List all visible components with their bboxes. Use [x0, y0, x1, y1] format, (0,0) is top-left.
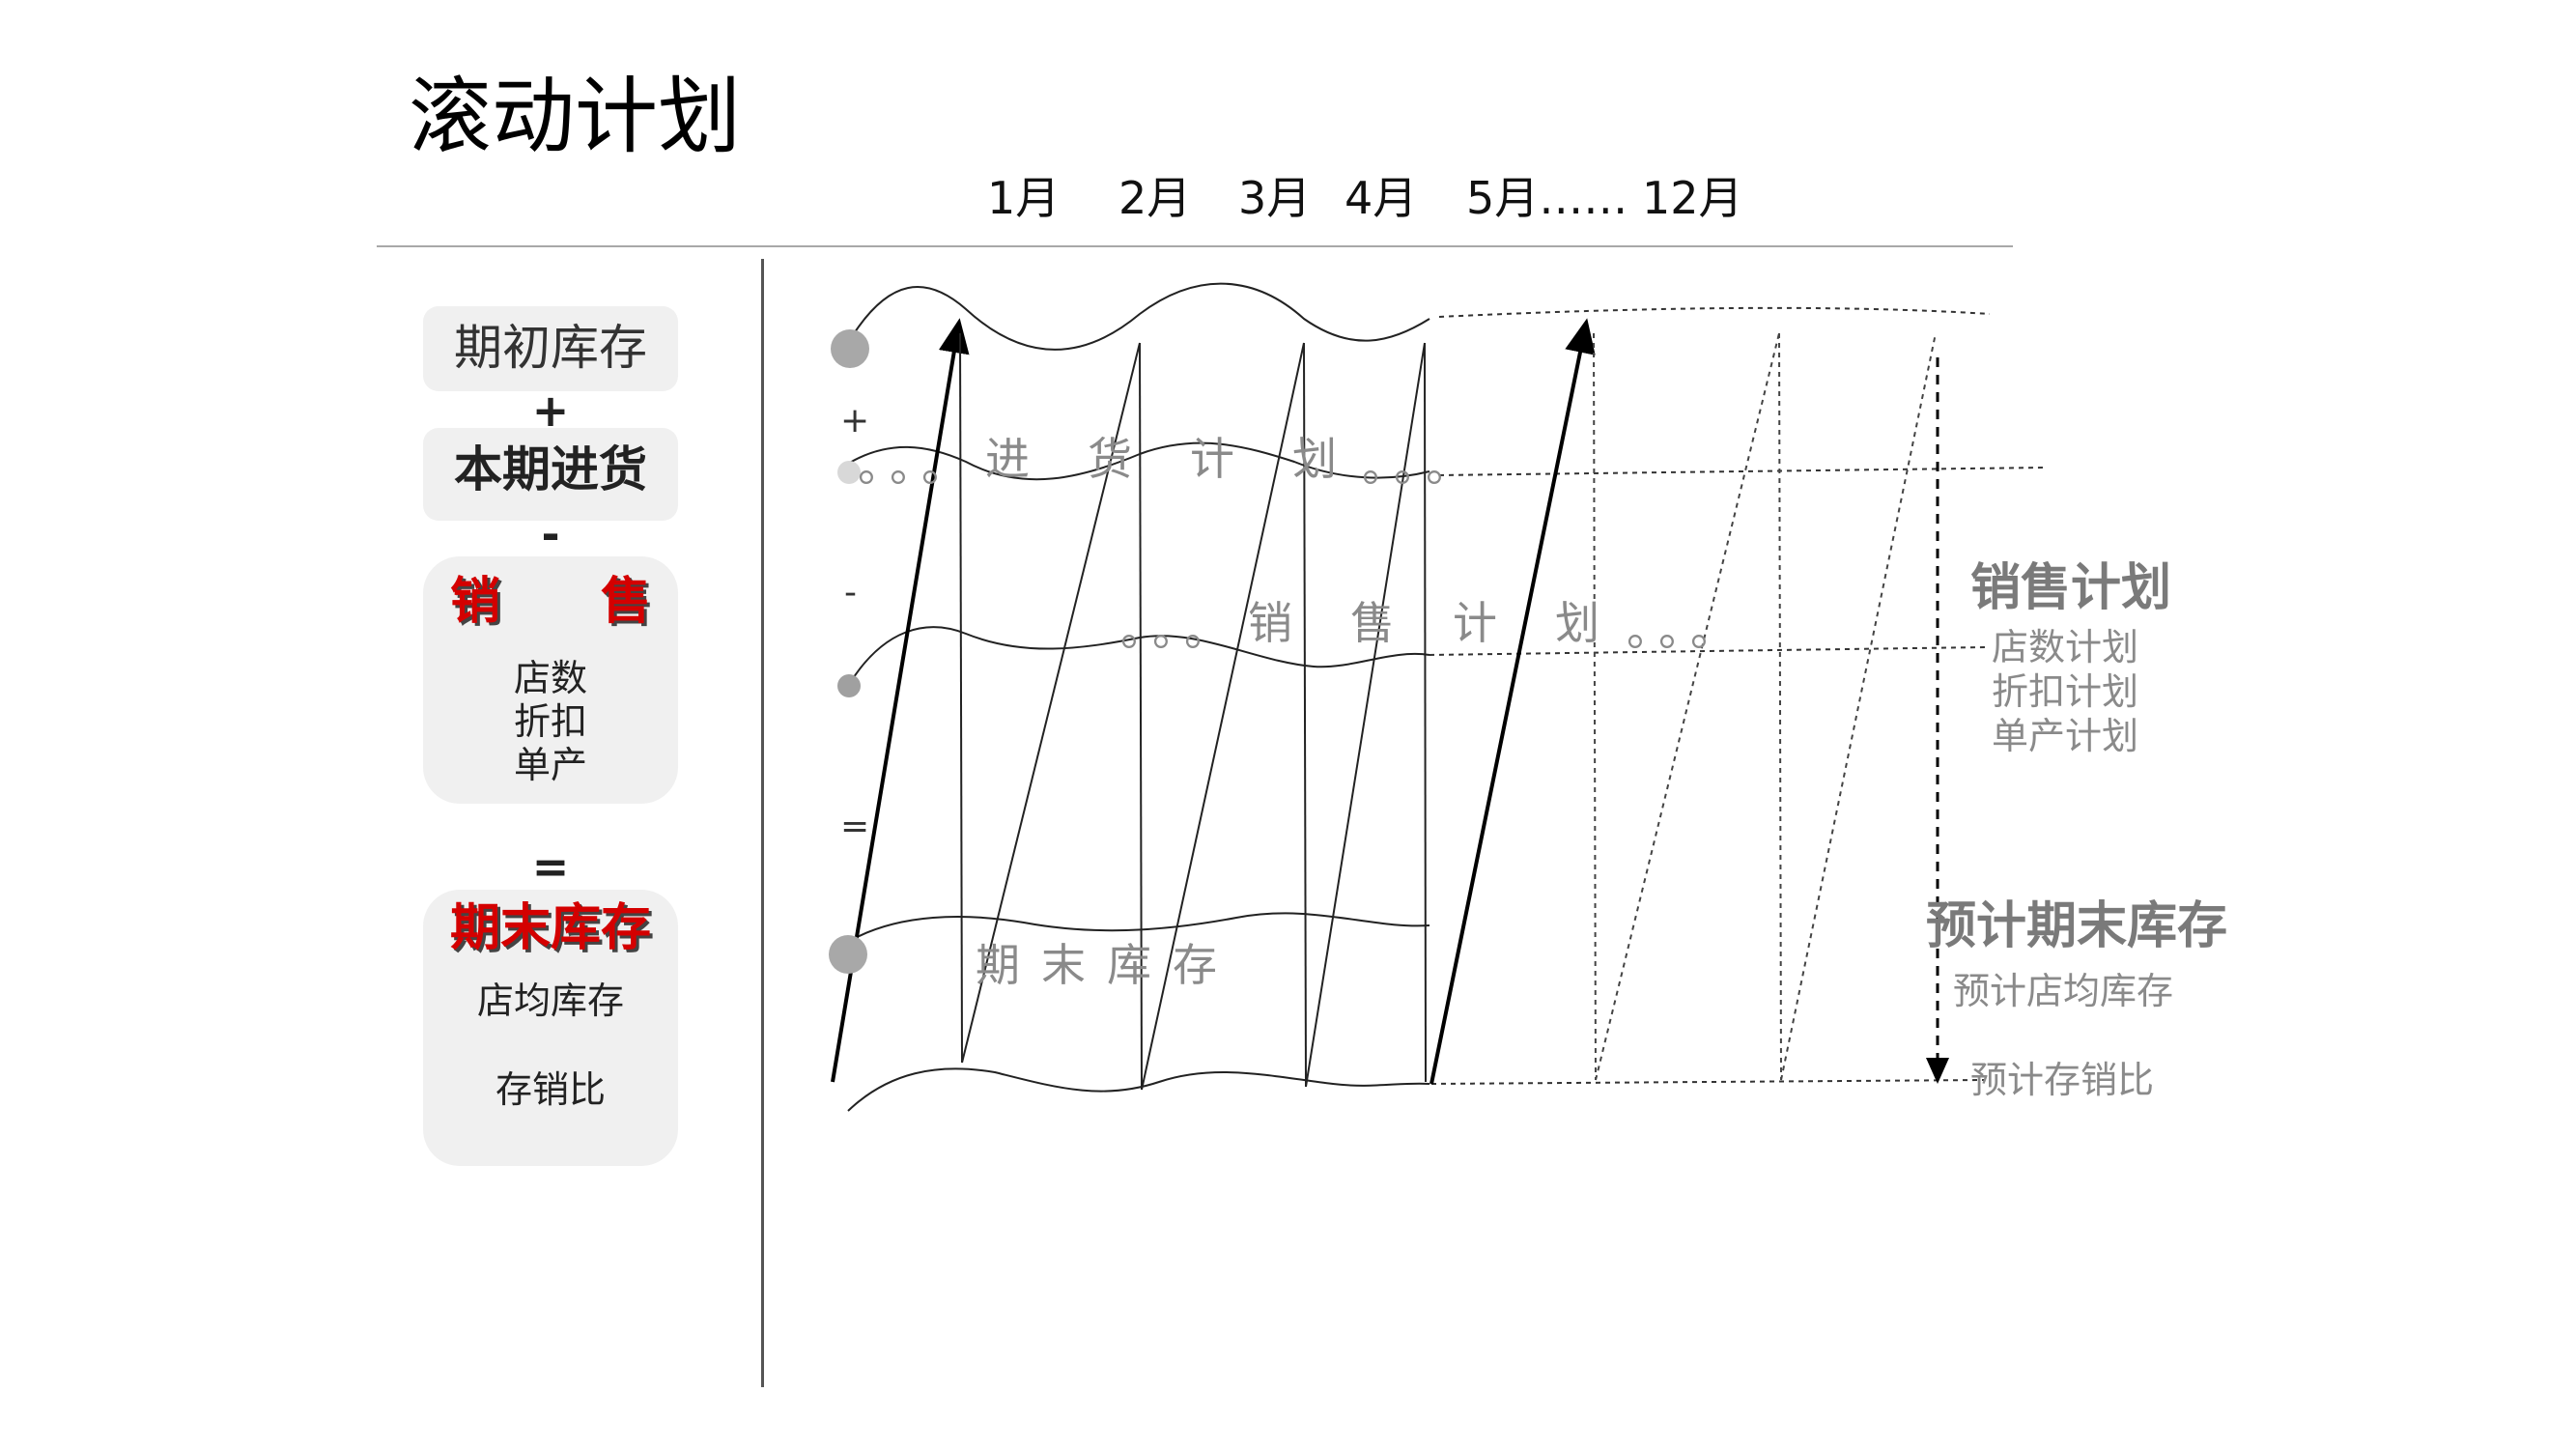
current-purchase-label: 本期进货: [454, 441, 647, 497]
right-sales-plan-heading: 销售计划: [1970, 559, 2172, 617]
month-label-12: 12月: [1642, 172, 1743, 224]
wave-opening-stock: [847, 282, 1430, 351]
closing-stock-label: 期末库存: [449, 899, 651, 957]
equals-operator: =: [531, 840, 570, 893]
diagram-equals-sign: =: [840, 807, 870, 846]
purchase-plan-dots-left: 。。。: [858, 440, 976, 492]
right-item-unit-output-plan: 单产计划: [1992, 715, 2139, 757]
month-label-4: 4月: [1345, 172, 1418, 224]
dotted-purchase: [1438, 467, 2044, 476]
wave-bottom: [847, 1067, 1430, 1112]
purchase-plan-label: 进货计划: [985, 433, 1395, 485]
dot-purchase: [837, 461, 861, 484]
right-item-forecast-avg-stock: 预计店均库存: [1953, 970, 2174, 1012]
right-item-discount-plan: 折扣计划: [1992, 670, 2139, 713]
month-label-3: 3月: [1238, 172, 1312, 224]
current-purchase-box: [423, 428, 678, 521]
header-divider: [377, 245, 2013, 247]
diagram-plus-sign: +: [840, 401, 870, 440]
right-item-store-plan: 店数计划: [1992, 626, 2139, 668]
minus-operator: -: [541, 508, 560, 560]
purchase-plan-dots-right: 。。。: [1362, 440, 1480, 492]
month-label-5: 5月……: [1466, 172, 1628, 224]
month-label-1: 1月: [987, 172, 1061, 224]
wave-closing-stock: [847, 912, 1430, 943]
page-title: 滚动计划: [409, 69, 741, 165]
closing-factor-avg-stock: 店均库存: [476, 980, 624, 1022]
arrow-month-5: [1430, 318, 1596, 1085]
dot-closing: [829, 935, 867, 974]
plus-operator: +: [531, 384, 570, 437]
sales-label: 销 售: [449, 573, 651, 631]
sales-factor-unit-output: 单产: [513, 744, 587, 786]
sales-plan-dots-left: 。。。: [1120, 604, 1238, 656]
dot-sales: [837, 674, 861, 697]
right-item-forecast-stock-sales-ratio: 预计存销比: [1970, 1059, 2155, 1101]
closing-stock-diagram-label: 期末库存: [976, 939, 1238, 991]
sales-factor-discount: 折扣: [513, 700, 587, 743]
panel-divider: [761, 259, 764, 1387]
sales-plan-dots-right: 。。。: [1627, 604, 1744, 656]
dotted-bottom: [1430, 1079, 1986, 1085]
dotted-top: [1438, 306, 1991, 318]
sales-factor-stores: 店数: [513, 657, 587, 699]
month-label-2: 2月: [1118, 172, 1192, 224]
dot-opening: [831, 329, 869, 368]
sales-box: [423, 556, 678, 804]
opening-stock-box: [423, 306, 678, 391]
diagram-minus-sign: -: [844, 573, 857, 612]
opening-stock-label: 期初库存: [454, 320, 647, 376]
closing-factor-stock-sales-ratio: 存销比: [495, 1068, 606, 1111]
right-forecast-closing-heading: 预计期末库存: [1926, 897, 2228, 955]
sales-plan-label: 销售计划: [1248, 597, 1657, 649]
closing-stock-box: [423, 890, 678, 1166]
